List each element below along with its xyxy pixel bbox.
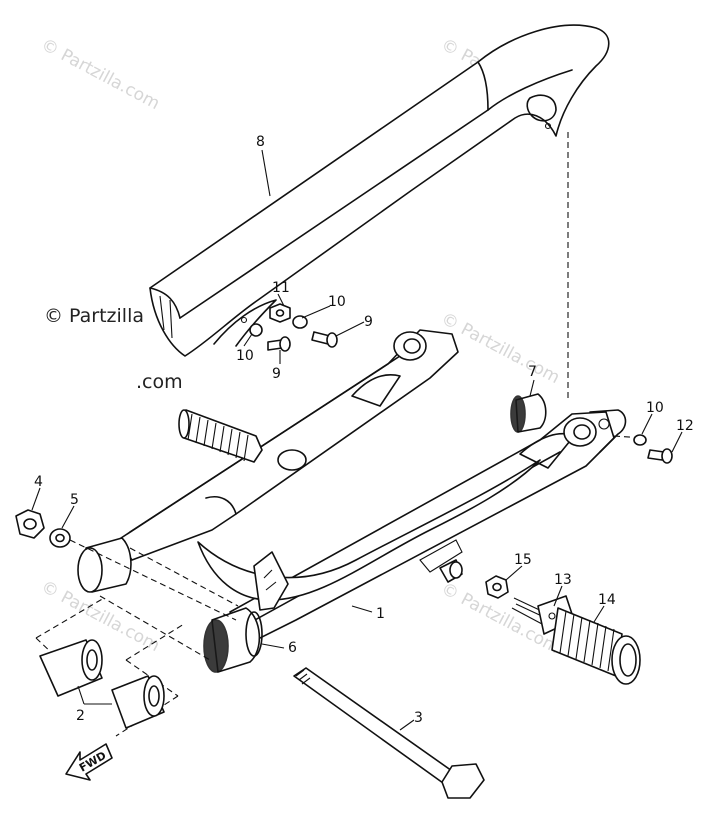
- callout-3: 3: [414, 710, 423, 726]
- callout-1: 1: [376, 606, 385, 622]
- part-bushes: [39, 639, 165, 729]
- part-bushing: [510, 393, 547, 433]
- callout-13: 13: [554, 572, 572, 588]
- callout-9-a: 9: [364, 314, 373, 330]
- callout-15: 15: [514, 552, 532, 568]
- part-chain-case: [149, 24, 610, 357]
- callout-9-b: 9: [272, 366, 281, 382]
- callout-7: 7: [528, 364, 537, 380]
- callout-11: 11: [272, 280, 290, 296]
- part-footrest-nut: [485, 575, 509, 599]
- part-bolt-upper-2: [311, 331, 338, 348]
- callout-10-c: 10: [646, 400, 664, 416]
- part-pivot-collar-left: [77, 537, 132, 593]
- part-pivot-bushing: [203, 607, 263, 673]
- watermark-1: © Partzilla.com: [38, 35, 163, 114]
- part-clevis: [439, 559, 463, 583]
- callout-10-a: 10: [328, 294, 346, 310]
- part-bolt-rear: [647, 448, 673, 464]
- part-washer-rear: [633, 434, 647, 446]
- watermark-main: © Partzilla.com: [44, 305, 183, 393]
- part-footrest-rubber: [551, 607, 641, 685]
- part-swing-arm: [117, 329, 627, 645]
- part-washer: [49, 528, 71, 548]
- part-washer-upper: [249, 315, 308, 337]
- part-nut-upper: [269, 303, 291, 323]
- part-pivot-shaft: [293, 667, 485, 799]
- fwd-arrow-icon: FWD: [65, 743, 113, 781]
- callout-14: 14: [598, 592, 616, 608]
- callout-12: 12: [676, 418, 694, 434]
- callout-5: 5: [70, 492, 79, 508]
- callout-labels: 8 11 10 9 10 9 7 10 12 4 5 6 1 15 13 14 …: [34, 134, 694, 726]
- callout-8: 8: [256, 134, 265, 150]
- callout-4: 4: [34, 474, 43, 490]
- part-nut: [15, 509, 45, 539]
- part-bumper: [178, 409, 263, 463]
- callout-10-b: 10: [236, 348, 254, 364]
- callout-2: 2: [76, 708, 85, 724]
- callout-6: 6: [288, 640, 297, 656]
- part-bolt-upper-1: [267, 336, 291, 352]
- leader-lines: [31, 149, 683, 731]
